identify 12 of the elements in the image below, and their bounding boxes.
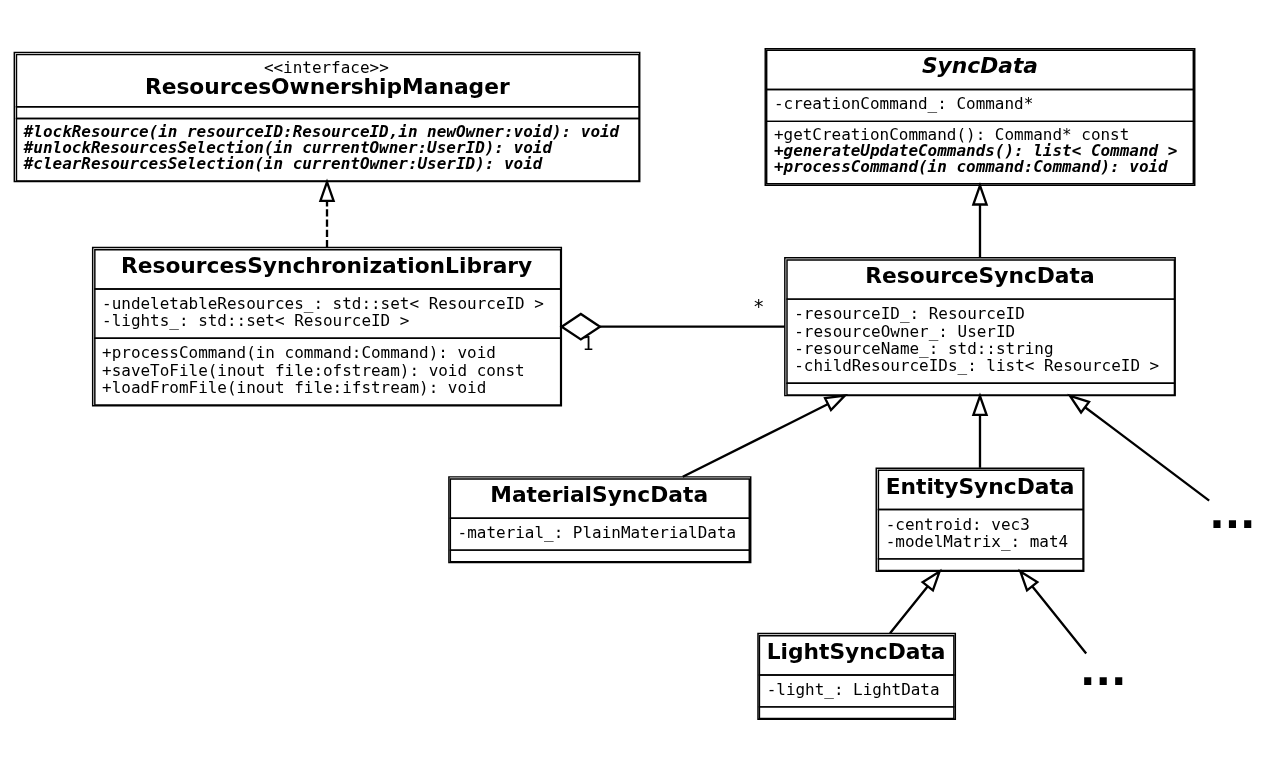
arrow <box>1067 393 1210 502</box>
node-text: ... <box>1209 489 1256 538</box>
arrow <box>682 393 849 478</box>
label: * <box>752 294 765 317</box>
connector <box>559 312 785 341</box>
arrow <box>971 392 989 468</box>
arrow <box>318 177 336 247</box>
arrow <box>971 181 989 258</box>
node-text: ... <box>1080 646 1127 695</box>
arrow <box>889 568 942 634</box>
label: 1 <box>582 331 594 354</box>
arrow <box>1018 568 1088 654</box>
